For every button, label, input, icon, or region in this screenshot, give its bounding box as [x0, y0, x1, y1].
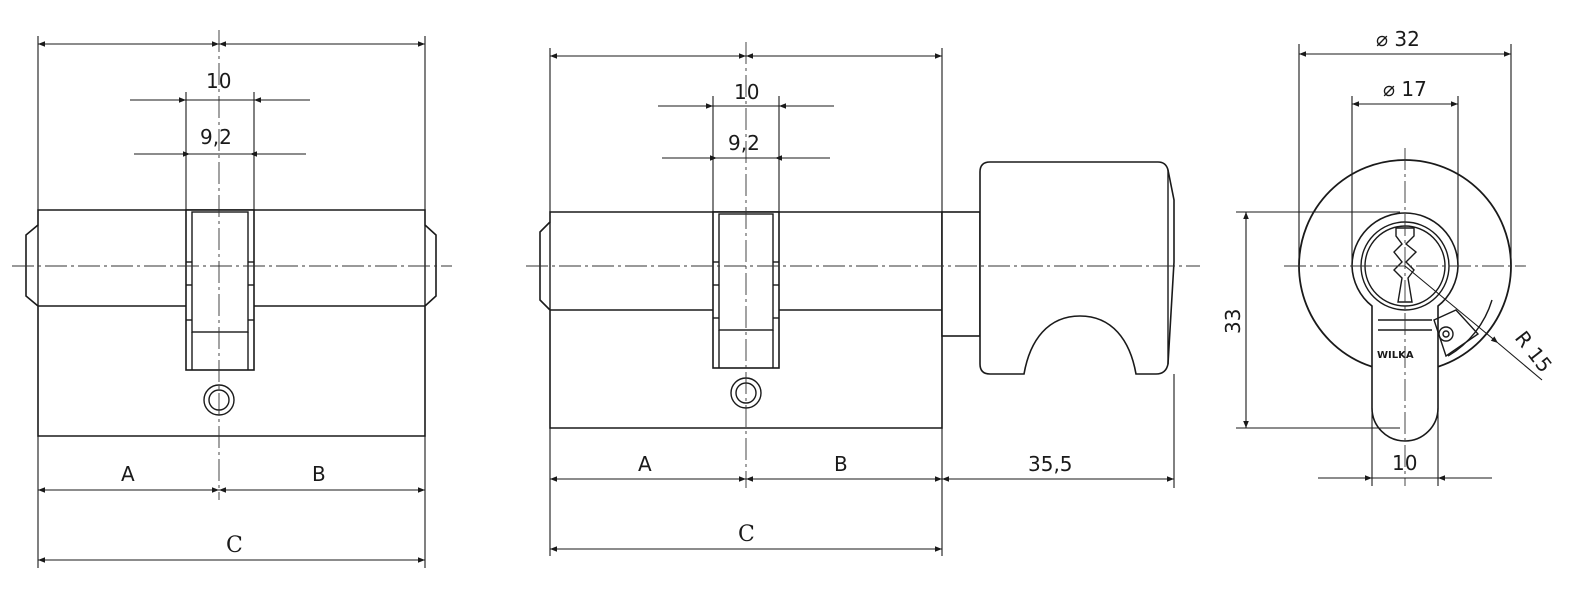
dim-label-a: A — [121, 462, 135, 486]
knob-cylinder-view: 10 9,2 A B 35,5 C — [526, 42, 1200, 556]
dim-label-bottom-10: 10 — [1392, 451, 1417, 475]
dim-label-35-5: 35,5 — [1028, 452, 1073, 476]
double-cylinder-view: 10 9,2 A B C — [12, 30, 452, 568]
dim-label-9-2: 9,2 — [728, 131, 760, 155]
keyway — [1393, 227, 1418, 303]
dim-label-c: C — [738, 522, 755, 547]
dim-label-10: 10 — [206, 69, 231, 93]
front-view: WILKA ⌀ 32 ⌀ 17 33 R 15 — [1221, 27, 1557, 486]
dim-label-10: 10 — [734, 80, 759, 104]
dim-label-b: B — [834, 452, 848, 476]
side-screw — [1433, 309, 1480, 358]
dim-label-a: A — [638, 452, 652, 476]
thumb-turn-knob — [979, 161, 1175, 375]
dim-label-dia-17: ⌀ 17 — [1383, 77, 1427, 101]
dim-label-dia-32: ⌀ 32 — [1376, 27, 1420, 51]
dim-label-r15: R 15 — [1510, 326, 1557, 377]
knob-shaft — [941, 211, 981, 337]
dim-label-c: C — [226, 533, 243, 558]
dim-label-33: 33 — [1221, 309, 1245, 334]
dim-label-b: B — [312, 462, 326, 486]
dim-label-9-2: 9,2 — [200, 125, 232, 149]
brand-logo-text: WILKA — [1377, 350, 1414, 361]
cam — [185, 209, 255, 371]
